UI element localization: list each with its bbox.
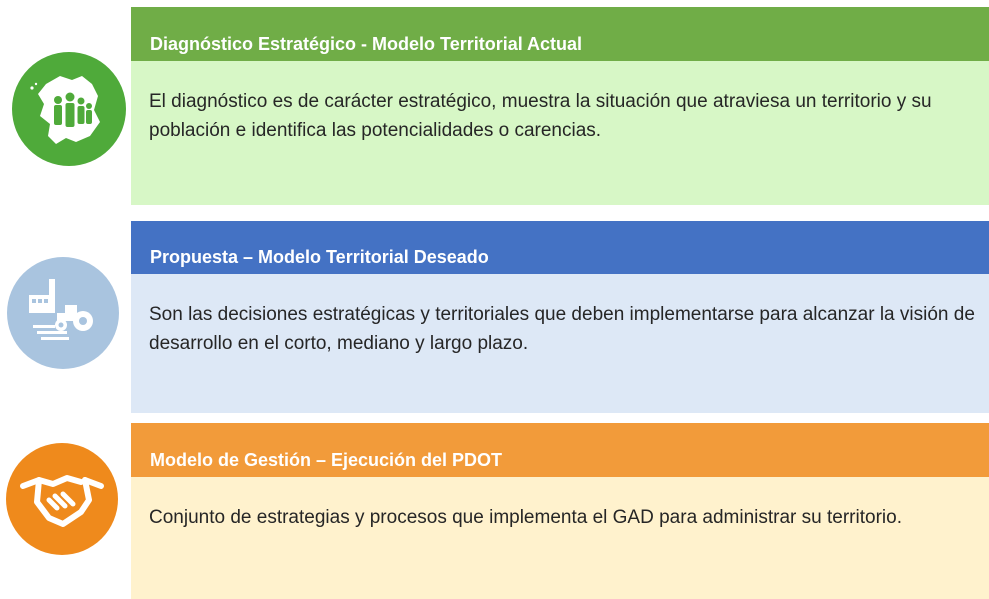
section-header: Diagnóstico Estratégico - Modelo Territo…	[131, 7, 989, 61]
section-body-text: Conjunto de estrategias y procesos que i…	[149, 507, 902, 528]
section-body-text: Son las decisiones estratégicas y territ…	[149, 304, 975, 354]
ecuador-map-people-icon	[12, 52, 126, 166]
factory-tractor-icon	[7, 257, 119, 369]
section-body: El diagnóstico es de carácter estratégic…	[131, 61, 989, 205]
section-header: Propuesta – Modelo Territorial Deseado	[131, 221, 989, 274]
section-header-text: Propuesta – Modelo Territorial Deseado	[150, 247, 489, 267]
section-header-text: Diagnóstico Estratégico - Modelo Territo…	[150, 34, 583, 54]
section-body: Conjunto de estrategias y procesos que i…	[131, 477, 989, 599]
section-body: Son las decisiones estratégicas y territ…	[131, 274, 989, 413]
handshake-icon	[6, 443, 118, 555]
section-header-text: Modelo de Gestión – Ejecución del PDOT	[150, 450, 503, 470]
section-header: Modelo de Gestión – Ejecución del PDOT	[131, 423, 989, 477]
section-body-text: El diagnóstico es de carácter estratégic…	[149, 91, 932, 141]
